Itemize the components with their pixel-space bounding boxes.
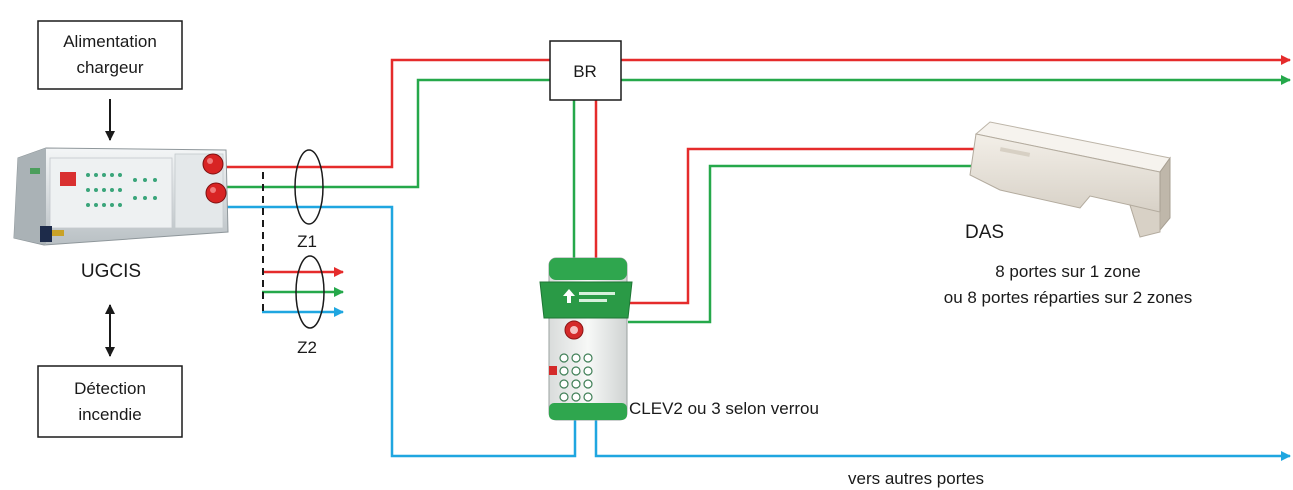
wire-br-to-clev [572, 100, 598, 258]
other-doors-label: vers autres portes [848, 469, 984, 488]
das-note-1: 8 portes sur 1 zone [995, 262, 1141, 281]
wire-z2-arrows [262, 267, 344, 317]
clev-label: CLEV2 ou 3 selon verrou [629, 399, 819, 418]
zone-z2-label: Z2 [297, 338, 317, 357]
cable-ring-z1 [294, 149, 324, 225]
ugcis-device-icon [13, 147, 229, 246]
wire-clev-to-das [628, 147, 975, 324]
wire-z1-green [225, 75, 1291, 189]
fire-detection-box: Détection incendie [37, 365, 183, 438]
clev-device-icon [539, 257, 633, 421]
power-supply-label-1: Alimentation [63, 32, 157, 51]
das-label: DAS [965, 222, 1004, 243]
das-device-icon [969, 121, 1171, 238]
power-supply-label-2: chargeur [76, 58, 143, 77]
wire-blue-bus [225, 205, 1291, 461]
wire-z1-red [225, 55, 1291, 169]
ugcis-label: UGCIS [81, 261, 141, 282]
cable-ring-z2 [295, 255, 325, 329]
power-supply-box: Alimentation chargeur [37, 20, 183, 90]
das-note-2: ou 8 portes réparties sur 2 zones [944, 288, 1193, 307]
zone-z1-label: Z1 [297, 232, 317, 251]
br-box: BR [549, 40, 622, 101]
fire-detection-label-1: Détection [74, 379, 146, 398]
br-label: BR [573, 62, 597, 81]
fire-detection-label-2: incendie [78, 405, 141, 424]
